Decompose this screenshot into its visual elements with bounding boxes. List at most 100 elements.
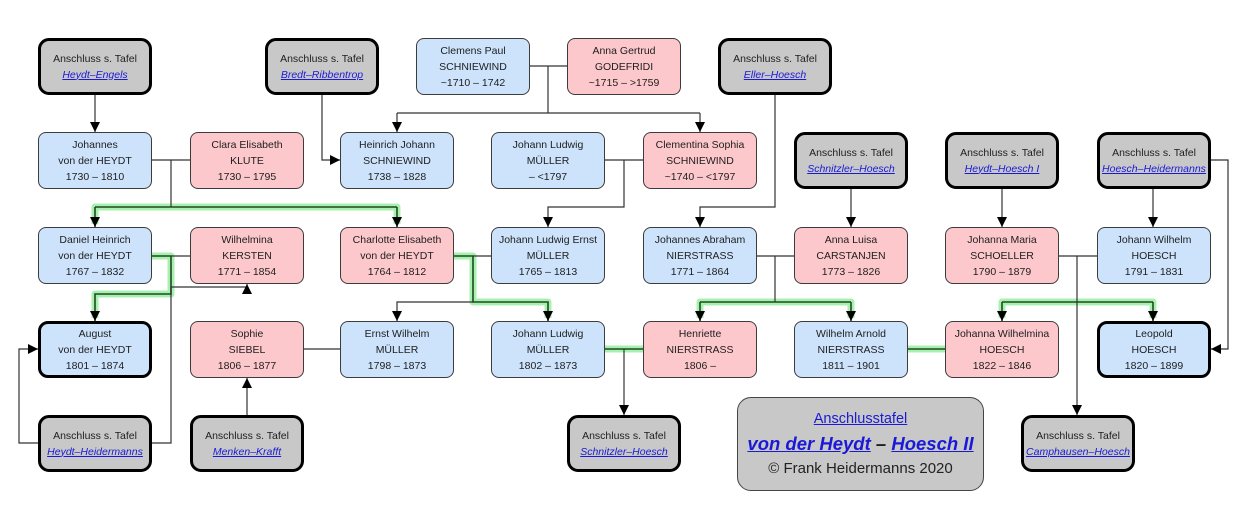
person-johann-ludwig-ernst-muller: Johann Ludwig Ernst MÜLLER 1765 – 1813 (491, 227, 605, 284)
given-name: Clara Elisabeth (211, 138, 283, 151)
life-dates: 1806 – 1877 (217, 359, 277, 372)
surname: HOESCH (1131, 249, 1177, 262)
life-dates: 1811 – 1901 (822, 359, 880, 372)
surname: HOESCH (979, 343, 1025, 356)
given-name: Anna Luisa (824, 233, 878, 246)
reference-box-schnitzler-hoesch: Anschluss s. Tafel Schnitzler–Hoesch (794, 132, 908, 189)
reference-box-bredt-ribbentrop: Anschluss s. Tafel Bredt–Ribbentrop (265, 38, 379, 95)
surname: von der HEYDT (58, 343, 132, 356)
family-b-link[interactable]: Hoesch II (891, 433, 974, 454)
life-dates: 1791 – 1831 (1124, 265, 1184, 278)
reference-label: Anschluss s. Tafel (53, 52, 137, 65)
person-johanna-maria-schoeller: Johanna Maria SCHOELLER 1790 – 1879 (945, 227, 1059, 284)
surname: SIEBEL (228, 343, 266, 356)
life-dates: 1738 – 1828 (367, 170, 427, 183)
reference-link[interactable]: Menken–Krafft (212, 445, 282, 458)
reference-label: Anschluss s. Tafel (582, 429, 666, 442)
family-a-link[interactable]: von der Heydt (747, 433, 871, 454)
reference-box-heydt-hoesch-1: Anschluss s. Tafel Heydt–Hoesch I (945, 132, 1059, 189)
person-sophie-siebel: Sophie SIEBEL 1806 – 1877 (190, 321, 304, 378)
person-johannes-abraham-nierstrass: Johannes Abraham NIERSTRASS 1771 – 1864 (643, 227, 757, 284)
reference-label: Anschluss s. Tafel (280, 52, 364, 65)
given-name: Sophie (230, 327, 264, 340)
surname: NIERSTRASS (817, 343, 885, 356)
person-anna-luisa-carstanjen: Anna Luisa CARSTANJEN 1773 – 1826 (794, 227, 908, 284)
person-clara-elisabeth-klute: Clara Elisabeth KLUTE 1730 – 1795 (190, 132, 304, 189)
person-johann-ludwig-muller: Johann Ludwig MÜLLER 1802 – 1873 (491, 321, 605, 378)
surname: SCHNIEWIND (666, 154, 734, 167)
life-dates: 1730 – 1810 (65, 170, 125, 183)
reference-label: Anschluss s. Tafel (960, 146, 1044, 159)
descent-muller-schniewind (543, 160, 625, 227)
reference-link[interactable]: Hoesch–Heidermanns (1102, 162, 1206, 175)
reference-box-eller-hoesch: Anschluss s. Tafel Eller–Hoesch (718, 38, 832, 95)
life-dates: 1802 – 1873 (518, 359, 578, 372)
given-name: Henriette (678, 327, 722, 340)
given-name: August (78, 327, 112, 340)
person-ernst-wilhelm-muller: Ernst Wilhelm MÜLLER 1798 – 1873 (340, 321, 454, 378)
life-dates: 1820 – 1899 (1124, 359, 1184, 372)
person-johann-wilhelm-hoesch: Johann Wilhelm HOESCH 1791 – 1831 (1097, 227, 1211, 284)
given-name: Wilhelmina (221, 233, 273, 246)
reference-box-menken-krafft: Anschluss s. Tafel Menken–Krafft (190, 415, 304, 472)
reference-link[interactable]: Schnitzler–Hoesch (807, 162, 895, 175)
reference-link[interactable]: Camphausen–Hoesch (1026, 445, 1130, 458)
given-name: Clementina Sophia (655, 138, 745, 151)
life-dates: – <1797 (528, 170, 568, 183)
surname: KERSTEN (222, 249, 272, 262)
given-name: Wilhelm Arnold (815, 327, 887, 340)
reference-label: Anschluss s. Tafel (1112, 146, 1196, 159)
life-dates: 1806 – (683, 359, 717, 372)
surname: MÜLLER (526, 154, 570, 167)
family-lines (18, 65, 1229, 444)
life-dates: 1771 – 1864 (670, 265, 730, 278)
surname: GODEFRIDI (594, 60, 654, 73)
marriage-nierstrass-carstanjen (757, 255, 794, 302)
given-name: Johann Wilhelm (1116, 233, 1192, 246)
person-leopold-hoesch: Leopold HOESCH 1820 – 1899 (1097, 321, 1211, 378)
surname: MÜLLER (526, 249, 570, 262)
reference-box-heydt-heidermanns: Anschluss s. Tafel Heydt–Heidermanns (38, 415, 152, 472)
person-anna-gertrud-godefridi: Anna Gertrud GODEFRIDI ~1715 – >1759 (567, 38, 681, 95)
person-wilhelmina-kersten: Wilhelmina KERSTEN 1771 – 1854 (190, 227, 304, 284)
surname: SCHNIEWIND (439, 60, 507, 73)
person-henriette-nierstrass: Henriette NIERSTRASS 1806 – (643, 321, 757, 378)
surname: SCHOELLER (970, 249, 1034, 262)
person-johanna-wilhelmina-hoesch: Johanna Wilhelmina HOESCH 1822 – 1846 (945, 321, 1059, 378)
life-dates: 1767 – 1832 (65, 265, 125, 278)
arrow-to-ernst-wilhelm (392, 301, 473, 321)
reference-link[interactable]: Heydt–Hoesch I (964, 162, 1040, 175)
surname: KLUTE (230, 154, 264, 167)
life-dates: ~1740 – <1797 (664, 170, 736, 183)
given-name: Johanna Maria (967, 233, 1037, 246)
life-dates: ~1710 – 1742 (440, 76, 506, 89)
reference-box-schnitzler-hoesch-bottom: Anschluss s. Tafel Schnitzler–Hoesch (567, 415, 681, 472)
surname: NIERSTRASS (666, 249, 734, 262)
reference-link[interactable]: Heydt–Engels (62, 68, 128, 81)
reference-link[interactable]: Bredt–Ribbentrop (280, 68, 364, 81)
surname: SCHNIEWIND (363, 154, 431, 167)
anschlusstafel-link[interactable]: Anschlusstafel (813, 411, 908, 427)
line-heydt-heidermanns-right (152, 284, 252, 444)
person-charlotte-elisabeth-von-der-heydt: Charlotte Elisabeth von der HEYDT 1764 –… (340, 227, 454, 284)
glow-nierstrass-children (696, 298, 855, 318)
person-wilhelm-arnold-nierstrass: Wilhelm Arnold NIERSTRASS 1811 – 1901 (794, 321, 908, 378)
life-dates: 1771 – 1854 (217, 265, 277, 278)
reference-link[interactable]: Heydt–Heidermanns (47, 445, 143, 458)
reference-label: Anschluss s. Tafel (205, 429, 289, 442)
reference-box-camphausen-hoesch: Anschluss s. Tafel Camphausen–Hoesch (1021, 415, 1135, 472)
chart-title: von der Heydt – Hoesch II (738, 430, 983, 458)
reference-link[interactable]: Eller–Hoesch (743, 68, 807, 81)
descent-schniewind-godefridi (397, 66, 700, 114)
reference-label: Anschluss s. Tafel (733, 52, 817, 65)
life-dates: 1764 – 1812 (367, 265, 427, 278)
given-name: Clemens Paul (440, 44, 506, 57)
given-name: Johann Ludwig (512, 327, 584, 340)
reference-link[interactable]: Schnitzler–Hoesch (580, 445, 668, 458)
line-heydt-heidermanns-left (18, 344, 38, 444)
person-daniel-heinrich-von-der-heydt: Daniel Heinrich von der HEYDT 1767 – 183… (38, 227, 152, 284)
person-johann-ludwig-muller-sr: Johann Ludwig MÜLLER – <1797 (491, 132, 605, 189)
life-dates: ~1715 – >1759 (588, 76, 660, 89)
person-august-von-der-heydt: August von der HEYDT 1801 – 1874 (38, 321, 152, 378)
given-name: Johann Ludwig (512, 138, 584, 151)
